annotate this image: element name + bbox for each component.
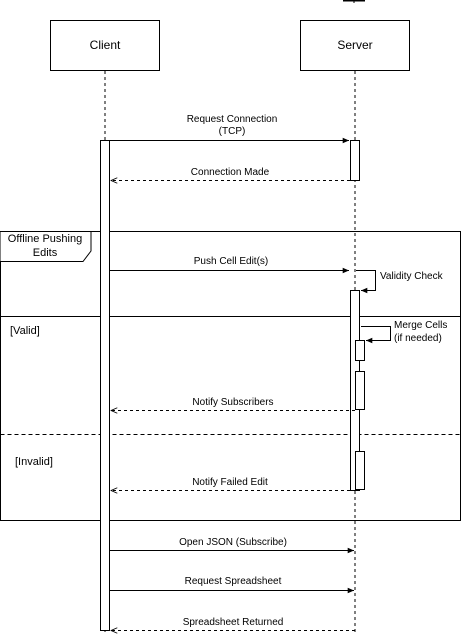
actor-client: Client bbox=[50, 20, 160, 71]
msg-validity-check-label: Validity Check bbox=[380, 271, 444, 282]
msg-notify-failed-edit: Notify Failed Edit bbox=[111, 477, 350, 491]
msg-notify-subscribers: Notify Subscribers bbox=[111, 397, 355, 411]
msg-request-connection-label: Request Connection bbox=[187, 114, 278, 125]
msg-merge-cells: Merge Cells (if needed) bbox=[361, 320, 447, 344]
msg-push-cell-edits-label: Push Cell Edit(s) bbox=[194, 256, 268, 267]
msg-request-connection: Request Connection (TCP) bbox=[110, 114, 349, 144]
msg-notify-subscribers-label: Notify Subscribers bbox=[192, 397, 273, 408]
msg-validity-check: Validity Check bbox=[356, 270, 444, 294]
msg-merge-cells-label: Merge Cells bbox=[394, 320, 447, 331]
msg-push-cell-edits: Push Cell Edit(s) bbox=[110, 256, 349, 274]
server-activation-failed bbox=[355, 451, 365, 490]
msg-request-connection-sub: (TCP) bbox=[219, 126, 246, 137]
server-activation-connect bbox=[350, 140, 360, 181]
msg-open-json: Open JSON (Subscribe) bbox=[110, 537, 354, 554]
actor-server: Server bbox=[300, 20, 410, 71]
client-activation-bar bbox=[100, 140, 110, 631]
actor-client-label: Client bbox=[90, 38, 121, 52]
fragment-title-line1: Offline Pushing bbox=[8, 233, 82, 245]
msg-spreadsheet-returned: Spreadsheet Returned bbox=[111, 617, 355, 631]
msg-merge-cells-sub: (if needed) bbox=[394, 333, 442, 344]
server-activation-merge bbox=[355, 340, 365, 361]
msg-connection-made: Connection Made bbox=[111, 167, 350, 181]
msg-request-spreadsheet-label: Request Spreadsheet bbox=[185, 576, 282, 587]
msg-connection-made-label: Connection Made bbox=[191, 167, 270, 178]
msg-open-json-label: Open JSON (Subscribe) bbox=[179, 537, 287, 548]
guard-invalid: [Invalid] bbox=[15, 456, 53, 468]
server-activation-notify bbox=[355, 371, 365, 410]
fragment-title-line2: Edits bbox=[33, 247, 58, 259]
msg-request-spreadsheet: Request Spreadsheet bbox=[110, 576, 354, 594]
msg-notify-failed-edit-label: Notify Failed Edit bbox=[192, 477, 268, 488]
fragment-title-tab bbox=[0, 231, 92, 262]
guard-valid: [Valid] bbox=[10, 325, 40, 337]
actor-server-label: Server bbox=[337, 38, 372, 52]
msg-spreadsheet-returned-label: Spreadsheet Returned bbox=[183, 617, 284, 628]
